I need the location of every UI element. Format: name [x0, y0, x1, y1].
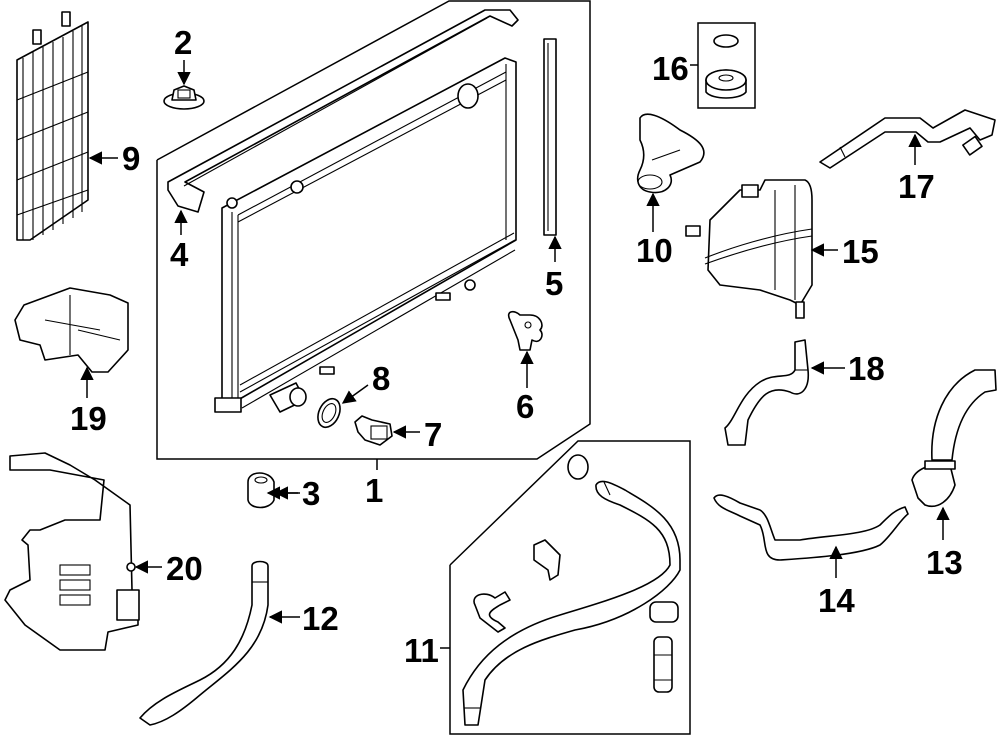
part-lower-hose-kit[interactable] — [440, 440, 691, 735]
callout-2[interactable]: 2 — [174, 24, 192, 61]
callouts: 1 2 3 4 5 6 7 8 9 10 11 12 13 14 15 16 1… — [70, 24, 963, 669]
leaders — [80, 60, 950, 624]
part-side-seal[interactable] — [543, 38, 557, 236]
part-nut[interactable] — [163, 85, 205, 110]
part-bypass-hose[interactable] — [911, 369, 997, 507]
callout-20[interactable]: 20 — [166, 550, 203, 587]
part-hose-17[interactable] — [819, 109, 996, 169]
callout-10[interactable]: 10 — [636, 232, 673, 269]
callout-14[interactable]: 14 — [818, 582, 855, 619]
callout-7[interactable]: 7 — [424, 416, 442, 453]
part-upper-hose[interactable] — [636, 113, 705, 194]
part-o-ring[interactable] — [314, 395, 345, 431]
callout-12[interactable]: 12 — [302, 600, 339, 637]
callout-19[interactable]: 19 — [70, 400, 107, 437]
callout-3[interactable]: 3 — [302, 475, 320, 512]
callout-1[interactable]: 1 — [365, 472, 383, 509]
callout-17[interactable]: 17 — [898, 168, 935, 205]
callout-5[interactable]: 5 — [545, 265, 563, 302]
radiator-group-box — [156, 0, 591, 470]
callout-9[interactable]: 9 — [122, 140, 140, 177]
part-overflow-hose[interactable] — [139, 560, 269, 726]
callout-15[interactable]: 15 — [842, 233, 879, 270]
callout-11[interactable]: 11 — [404, 632, 439, 669]
callout-8[interactable]: 8 — [372, 360, 390, 397]
part-insulator[interactable] — [247, 472, 275, 509]
part-temp-switch[interactable] — [354, 415, 393, 446]
part-air-guide[interactable] — [4, 452, 140, 651]
part-heater-hose[interactable] — [713, 494, 909, 561]
callout-4[interactable]: 4 — [170, 236, 189, 273]
callout-18[interactable]: 18 — [848, 350, 885, 387]
part-upper-seal[interactable] — [167, 9, 519, 213]
part-air-deflector[interactable] — [16, 11, 89, 241]
part-drain-plug[interactable] — [507, 310, 543, 351]
part-reservoir-cap[interactable] — [690, 22, 756, 109]
part-lower-bracket[interactable] — [14, 287, 129, 373]
callout-6[interactable]: 6 — [516, 388, 534, 425]
part-reservoir[interactable] — [685, 179, 813, 319]
part-hose-18[interactable] — [724, 339, 810, 446]
callout-13[interactable]: 13 — [926, 544, 963, 581]
part-radiator[interactable] — [214, 57, 517, 413]
callout-16[interactable]: 16 — [652, 50, 689, 87]
